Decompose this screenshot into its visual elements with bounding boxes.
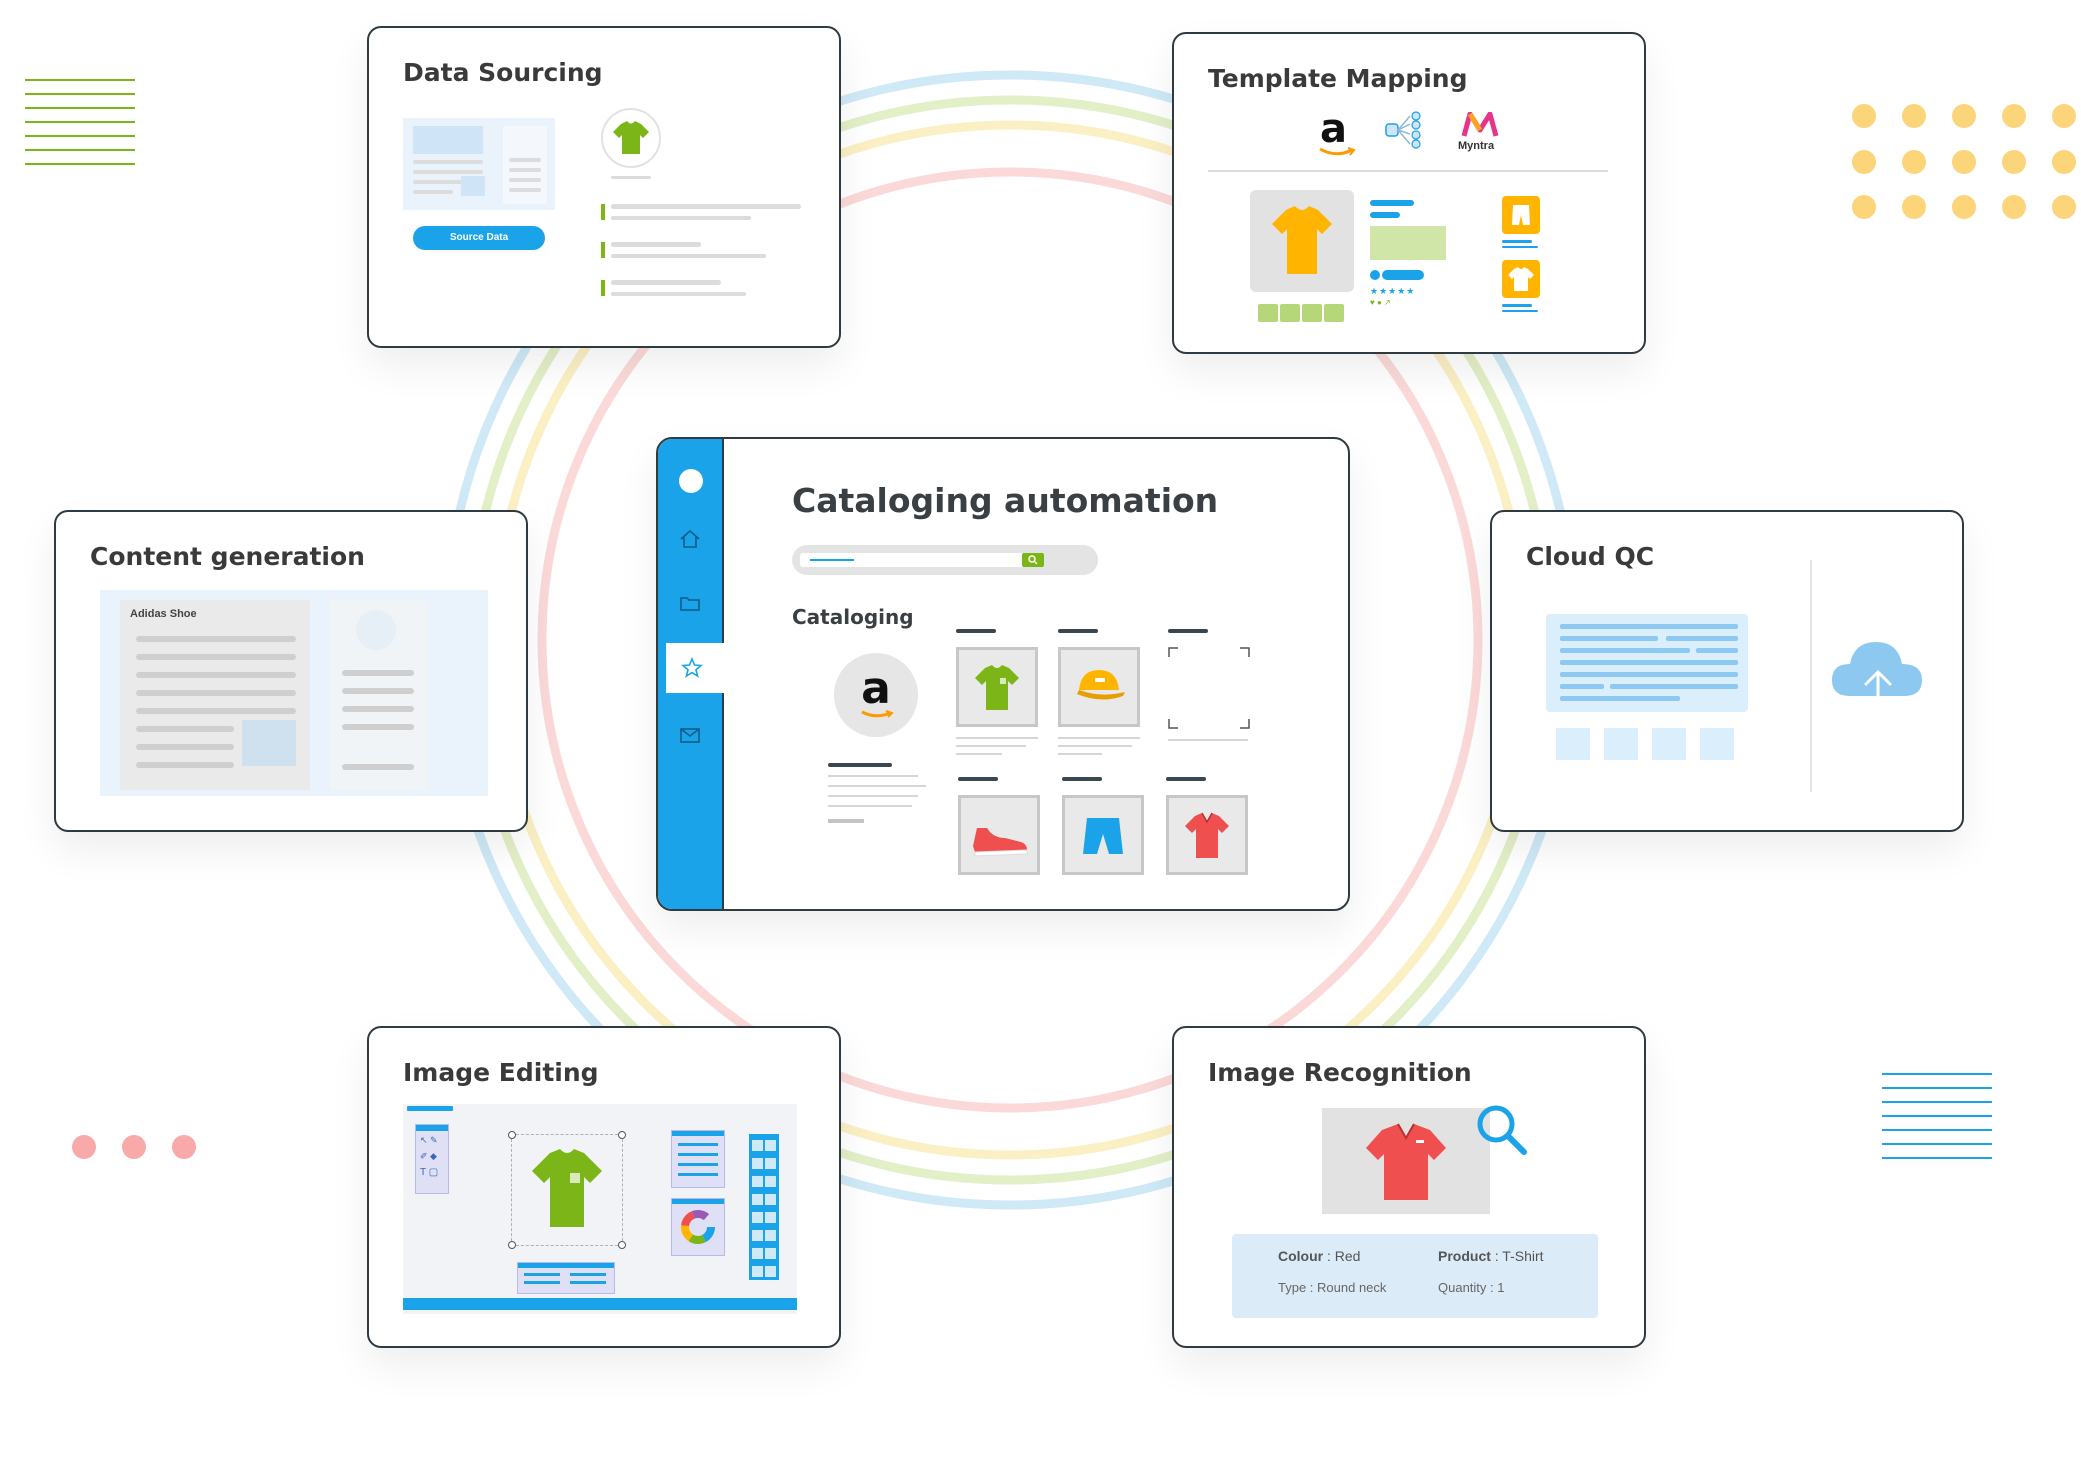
shirt-avatar bbox=[601, 108, 661, 168]
amazon-smile-icon bbox=[861, 710, 894, 718]
decor-red-dots bbox=[72, 1135, 196, 1159]
sidebar-item-active[interactable] bbox=[666, 643, 724, 693]
content-generation-card: Content generation Adidas Shoe bbox=[54, 510, 528, 832]
window-title: Cataloging automation bbox=[792, 481, 1219, 520]
template-mapping-card: Template Mapping a Myntra ★★★★★ ♥ ● ↗ bbox=[1172, 32, 1646, 354]
shorts-icon bbox=[1512, 205, 1530, 225]
product-thumb[interactable] bbox=[1062, 795, 1144, 875]
search-bar[interactable] bbox=[792, 545, 1098, 575]
recognized-image bbox=[1322, 1108, 1490, 1214]
search-button[interactable] bbox=[1022, 553, 1044, 567]
shorts-icon bbox=[1083, 818, 1123, 854]
document-heading: Adidas Shoe bbox=[130, 608, 197, 620]
myntra-logo-icon bbox=[1461, 112, 1499, 137]
shorts-thumb bbox=[1502, 196, 1540, 234]
search-icon[interactable] bbox=[1022, 553, 1044, 567]
sneaker-icon bbox=[973, 828, 1028, 857]
source-data-button[interactable]: Source Data bbox=[413, 226, 545, 250]
type-attribute: Type : Round neck bbox=[1278, 1280, 1387, 1295]
color-wheel-icon[interactable] bbox=[680, 1209, 716, 1245]
amazon-smile-icon bbox=[1319, 147, 1356, 156]
recognition-results: Colour : Red Product : T-Shirt Type : Ro… bbox=[1232, 1234, 1598, 1318]
empty-product-slot[interactable] bbox=[1168, 647, 1250, 729]
cap-icon bbox=[1077, 670, 1125, 700]
amazon-logo: a bbox=[861, 663, 891, 714]
product-image bbox=[1250, 190, 1354, 292]
color-wheel-panel[interactable] bbox=[671, 1198, 725, 1256]
editor-footer-bar bbox=[403, 1298, 797, 1310]
folder-icon[interactable] bbox=[678, 591, 702, 615]
ring-red bbox=[537, 167, 1483, 1113]
image-editing-card: Image Editing ↖ ✎ ✐ ◆ T ▢ bbox=[367, 1026, 841, 1348]
magnifier-icon bbox=[1477, 1105, 1527, 1155]
sidebar bbox=[658, 439, 724, 909]
tshirt-icon bbox=[532, 1149, 602, 1227]
card-title: Cloud QC bbox=[1526, 542, 1655, 571]
tool-palette[interactable]: ↖ ✎ ✐ ◆ T ▢ bbox=[415, 1124, 449, 1194]
list-marker bbox=[601, 242, 605, 258]
mail-icon[interactable] bbox=[678, 723, 702, 747]
marketplace-logo[interactable]: a bbox=[834, 653, 918, 737]
mapping-tree-icon bbox=[1385, 111, 1421, 149]
card-title: Template Mapping bbox=[1208, 64, 1468, 93]
source-document-preview bbox=[403, 118, 555, 210]
colour-attribute: Colour : Red bbox=[1278, 1248, 1361, 1264]
editor-canvas: ↖ ✎ ✐ ◆ T ▢ bbox=[403, 1104, 797, 1314]
divider bbox=[1810, 560, 1812, 792]
tshirt-icon bbox=[1508, 267, 1534, 291]
brush-tool-icon[interactable]: ✐ ◆ bbox=[420, 1151, 437, 1161]
likes-icon: ♥ ● ↗ bbox=[1370, 298, 1391, 307]
search-input[interactable] bbox=[800, 553, 1030, 567]
tshirt-icon bbox=[613, 121, 649, 154]
card-title: Image Recognition bbox=[1208, 1058, 1472, 1087]
profile-dot-icon[interactable] bbox=[679, 469, 703, 493]
tshirt-thumb bbox=[1502, 260, 1540, 298]
decor-yellow-dots bbox=[1852, 104, 2076, 219]
section-title: Cataloging bbox=[792, 605, 914, 629]
tshirt-icon bbox=[1272, 206, 1332, 274]
qc-report bbox=[1546, 614, 1748, 712]
selection-frame[interactable] bbox=[508, 1131, 626, 1249]
product-thumb[interactable] bbox=[958, 795, 1040, 875]
empty-slot-frame bbox=[1168, 647, 1250, 729]
cloud-upload-icon[interactable] bbox=[1828, 632, 1928, 712]
card-title: Image Editing bbox=[403, 1058, 599, 1087]
card-title: Content generation bbox=[90, 542, 365, 571]
move-tool-icon[interactable]: ↖ ✎ bbox=[420, 1135, 438, 1145]
data-sourcing-card: Data Sourcing Source Data bbox=[367, 26, 841, 348]
amazon-logo: a bbox=[1320, 106, 1347, 152]
list-marker bbox=[601, 204, 605, 220]
cloud-qc-card: Cloud QC bbox=[1490, 510, 1964, 832]
decor-blue-lines bbox=[1882, 1073, 1992, 1159]
polo-shirt-icon bbox=[1185, 812, 1229, 858]
cataloging-automation-window: Cataloging automation Cataloging a bbox=[656, 437, 1350, 911]
myntra-label: Myntra bbox=[1458, 140, 1495, 152]
quantity-attribute: Quantity : 1 bbox=[1438, 1280, 1505, 1295]
card-title: Data Sourcing bbox=[403, 58, 603, 87]
image-recognition-card: Image Recognition Colour : Red Product :… bbox=[1172, 1026, 1646, 1348]
properties-panel[interactable] bbox=[517, 1262, 615, 1294]
text-tool-icon[interactable]: T ▢ bbox=[420, 1167, 439, 1178]
document-preview: Adidas Shoe bbox=[100, 590, 488, 796]
tshirt-icon bbox=[975, 665, 1019, 710]
divider bbox=[1208, 170, 1608, 172]
product-attribute: Product : T-Shirt bbox=[1438, 1248, 1544, 1264]
decor-green-lines bbox=[25, 79, 135, 165]
rating-stars-icon: ★★★★★ bbox=[1370, 286, 1416, 296]
layers-panel[interactable] bbox=[671, 1130, 725, 1188]
home-icon[interactable] bbox=[678, 527, 702, 551]
product-thumb[interactable] bbox=[956, 647, 1038, 727]
star-icon[interactable] bbox=[680, 656, 704, 680]
product-thumb[interactable] bbox=[1058, 647, 1140, 727]
polo-shirt-icon bbox=[1366, 1123, 1446, 1200]
list-marker bbox=[601, 280, 605, 296]
swatch-column[interactable] bbox=[749, 1134, 779, 1280]
product-thumb[interactable] bbox=[1166, 795, 1248, 875]
